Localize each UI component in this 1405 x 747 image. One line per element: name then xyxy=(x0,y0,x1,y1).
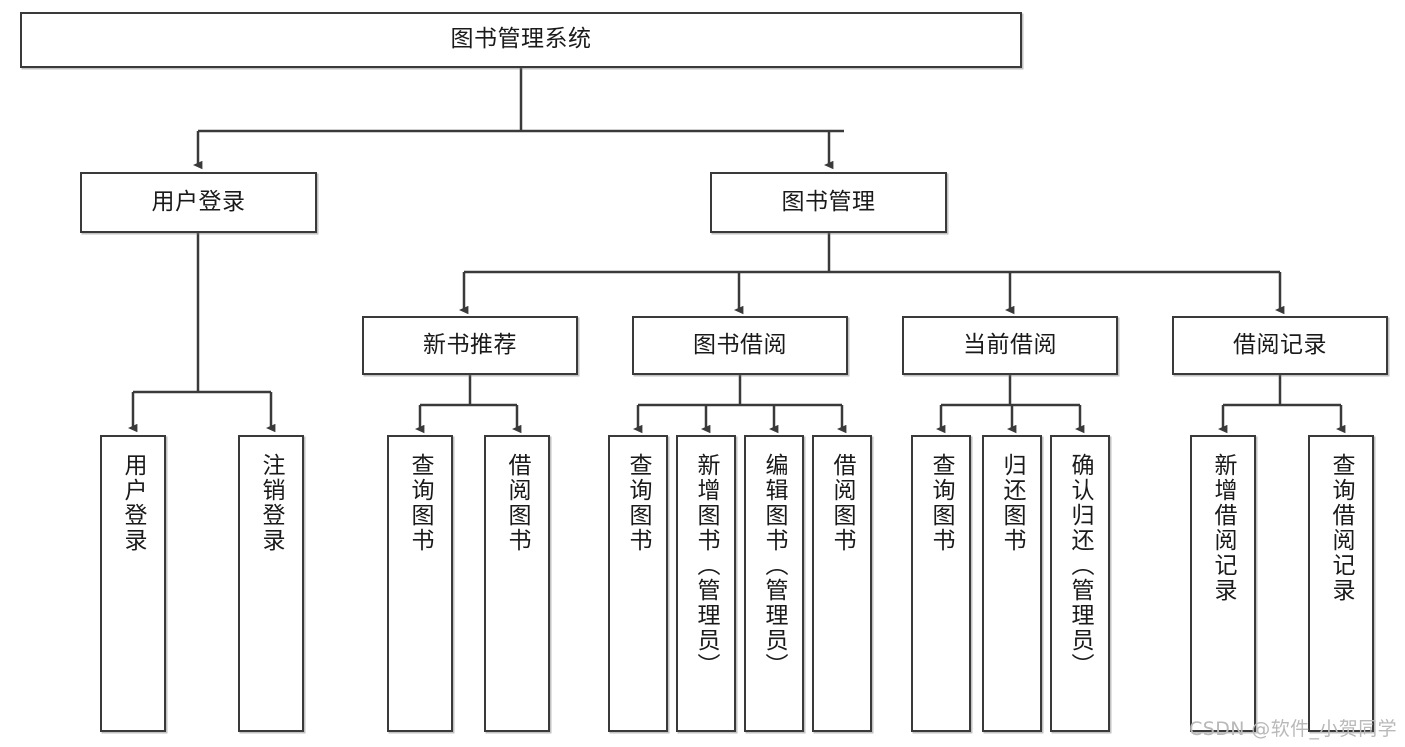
leaf-label: 确认归还（管理员） xyxy=(1067,453,1094,678)
leaf-label: 借阅图书 xyxy=(504,453,531,553)
node-book-borrow[interactable]: 图书借阅 xyxy=(632,316,848,375)
leaf-label: 归还图书 xyxy=(999,453,1026,553)
leaf-query-book-under-borrow[interactable]: 查询图书 xyxy=(608,435,668,732)
leaf-return-book[interactable]: 归还图书 xyxy=(982,435,1042,732)
leaf-query-borrow-record[interactable]: 查询借阅记录 xyxy=(1308,435,1374,732)
node-current-borrow[interactable]: 当前借阅 xyxy=(902,316,1118,375)
leaf-label: 注销登录 xyxy=(258,453,285,553)
leaf-label: 借阅图书 xyxy=(829,453,856,553)
leaf-confirm-return-admin[interactable]: 确认归还（管理员） xyxy=(1050,435,1110,732)
leaf-query-book-under-recommend[interactable]: 查询图书 xyxy=(387,435,453,732)
leaf-label: 新增图书（管理员） xyxy=(693,453,720,678)
leaf-label: 查询图书 xyxy=(928,453,955,553)
node-root-system[interactable]: 图书管理系统 xyxy=(20,12,1022,68)
leaf-user-login[interactable]: 用户登录 xyxy=(100,435,166,732)
leaf-label: 查询图书 xyxy=(625,453,652,553)
leaf-borrow-book-under-recommend[interactable]: 借阅图书 xyxy=(484,435,550,732)
leaf-label: 查询借阅记录 xyxy=(1328,453,1355,603)
leaf-add-book-admin[interactable]: 新增图书（管理员） xyxy=(676,435,736,732)
node-book-management[interactable]: 图书管理 xyxy=(710,172,947,233)
leaf-label: 新增借阅记录 xyxy=(1210,453,1237,603)
leaf-label: 查询图书 xyxy=(407,453,434,553)
leaf-edit-book-admin[interactable]: 编辑图书（管理员） xyxy=(744,435,804,732)
node-borrow-record[interactable]: 借阅记录 xyxy=(1172,316,1388,375)
node-user-login[interactable]: 用户登录 xyxy=(80,172,317,233)
leaf-label: 用户登录 xyxy=(120,453,147,553)
leaf-add-borrow-record[interactable]: 新增借阅记录 xyxy=(1190,435,1256,732)
node-new-book-recommend[interactable]: 新书推荐 xyxy=(362,316,578,375)
leaf-query-book-under-current[interactable]: 查询图书 xyxy=(911,435,971,732)
leaf-logout[interactable]: 注销登录 xyxy=(238,435,304,732)
watermark: CSDN @软件_小贺同学 xyxy=(1189,718,1397,740)
leaf-label: 编辑图书（管理员） xyxy=(761,453,788,678)
leaf-borrow-book-under-borrow[interactable]: 借阅图书 xyxy=(812,435,872,732)
